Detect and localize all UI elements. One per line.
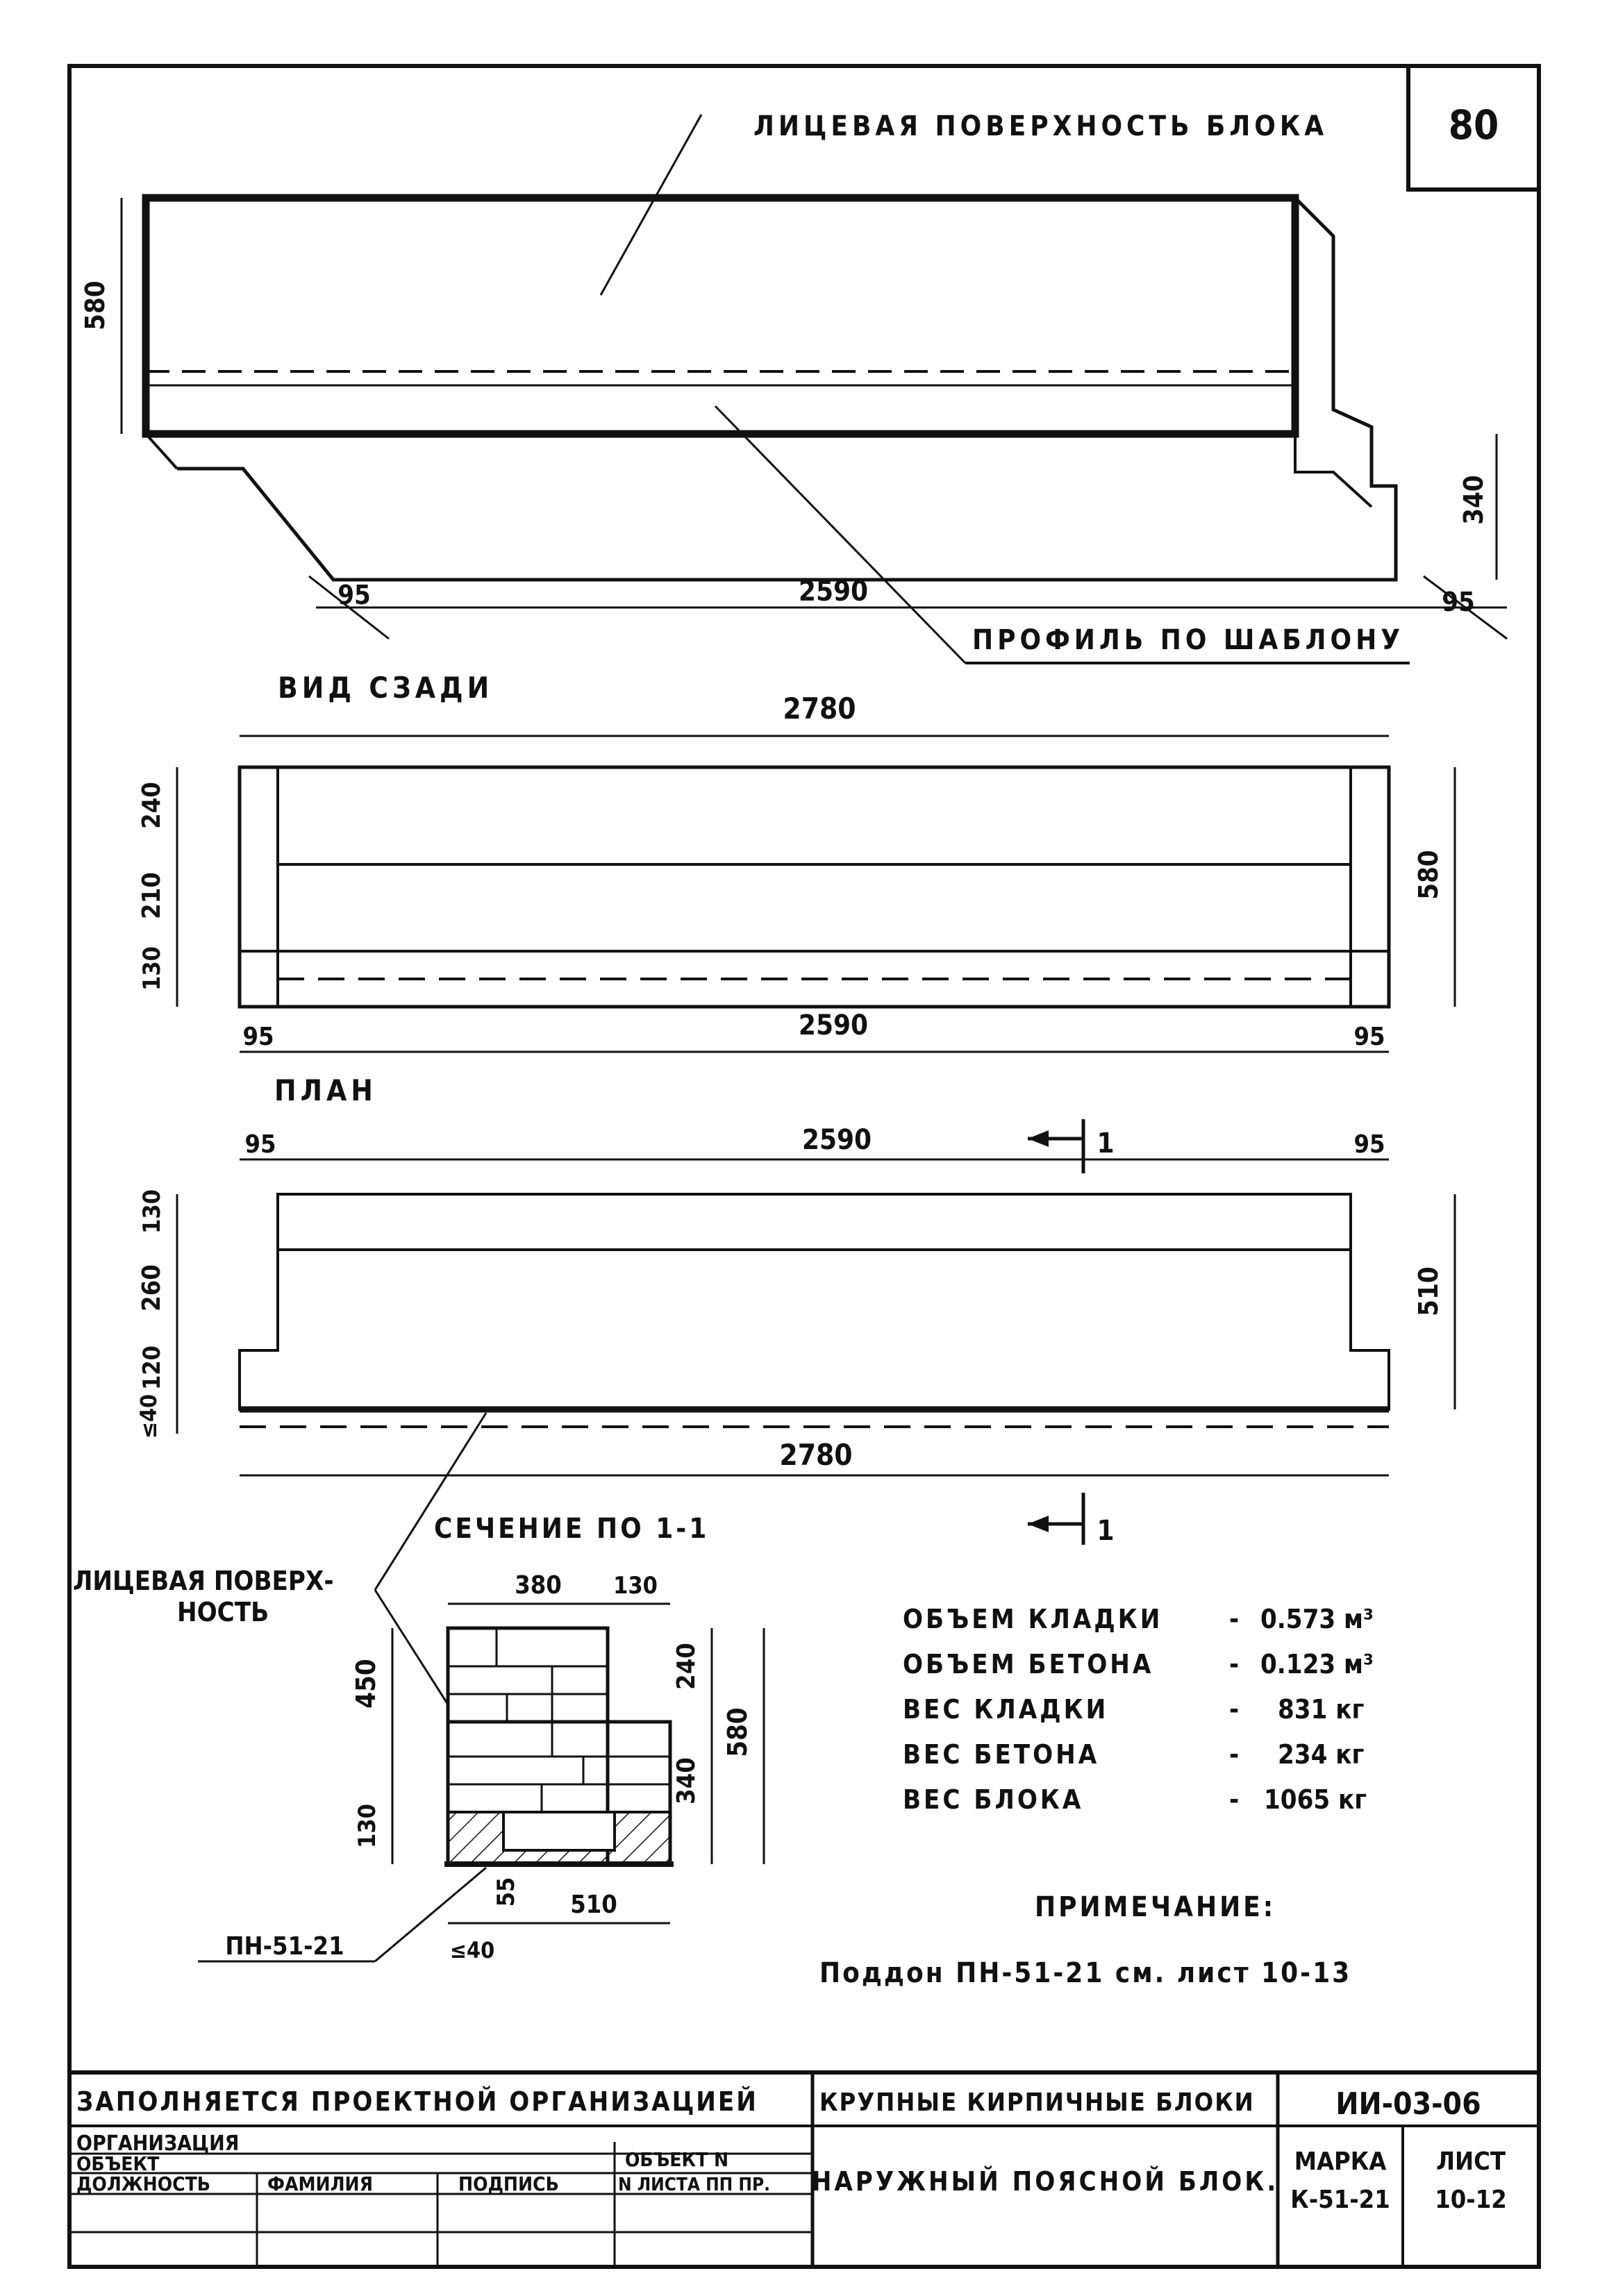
iso-dim-height: 580 <box>80 280 110 330</box>
tb-block-name: НАРУЖНЫЙ ПОЯСНОЙ БЛОК. <box>812 2166 1279 2197</box>
title-block: ЗАПОЛНЯЕТСЯ ПРОЕКТНОЙ ОРГАНИЗАЦИЕЙ ОРГАН… <box>69 2070 1539 2267</box>
tb-position: ДОЛЖНОСТЬ <box>76 2172 210 2195</box>
spec-4-dash: - <box>1229 1784 1239 1815</box>
spec-3-dash: - <box>1229 1739 1239 1770</box>
tb-series-title: КРУПНЫЕ КИРПИЧНЫЕ БЛОКИ <box>819 2088 1255 2117</box>
tb-signature: ПОДПИСЬ <box>458 2172 559 2195</box>
section-dim-55: 55 <box>492 1877 520 1907</box>
face-surface-label: ЛИЦЕВАЯ ПОВЕРХНОСТЬ БЛОКА <box>753 110 1328 142</box>
tb-organization: ОРГАНИЗАЦИЯ <box>76 2131 239 2156</box>
section-face-label-line2: НОСТЬ <box>177 1597 269 1627</box>
section-dim-580: 580 <box>722 1707 753 1757</box>
iso-dim-right-offset: 95 <box>1442 587 1475 617</box>
plan-dim-left: 95 <box>244 1130 276 1159</box>
spec-3-value: 234 кг <box>1278 1739 1364 1770</box>
tb-mark-value: К-51-21 <box>1290 2186 1390 2214</box>
plan-dim-510: 510 <box>1413 1266 1444 1316</box>
rear-dim-210: 210 <box>138 872 166 919</box>
section-dim-130-top: 130 <box>613 1572 658 1600</box>
tb-sheet-value: 10-12 <box>1435 2186 1507 2214</box>
spec-4-value: 1065 кг <box>1264 1784 1367 1815</box>
tb-sheet-n: N ЛИСТА ПП ПР. <box>618 2175 770 2195</box>
plan-dim-120: 120 <box>138 1346 166 1390</box>
page-number: 80 <box>1449 101 1499 149</box>
rear-dim-left: 95 <box>242 1023 274 1051</box>
plan-dim-total: 2780 <box>779 1438 852 1472</box>
section-1-1: СЕЧЕНИЕ ПО 1-1 ЛИЦЕВАЯ ПОВЕРХ- НОСТЬ 380… <box>73 1513 765 1963</box>
isometric-view: ЛИЦЕВАЯ ПОВЕРХНОСТЬ БЛОКА ПРОФИЛЬ ПО ШАБ… <box>80 110 1508 664</box>
spec-2-value: 831 кг <box>1278 1694 1364 1725</box>
section-dim-510: 510 <box>570 1891 617 1919</box>
spec-4-label: ВЕС БЛОКА <box>903 1784 1083 1815</box>
spec-1-label: ОБЪЕМ БЕТОНА <box>903 1649 1153 1679</box>
plan-dim-length: 2590 <box>802 1124 872 1156</box>
section-dim-240: 240 <box>672 1643 701 1690</box>
pallet-label: ПН-51-21 <box>225 1932 344 1961</box>
plan-dim-260: 260 <box>138 1264 166 1312</box>
spec-2-label: ВЕС КЛАДКИ <box>903 1694 1108 1725</box>
section-dim-340: 340 <box>672 1757 701 1804</box>
spec-1-value: 0.123 м³ <box>1260 1649 1374 1679</box>
tb-fill-in: ЗАПОЛНЯЕТСЯ ПРОЕКТНОЙ ОРГАНИЗАЦИЕЙ <box>76 2086 758 2117</box>
iso-dim-right: 340 <box>1458 475 1489 524</box>
note-text: Поддон ПН-51-21 см. лист 10-13 <box>819 1957 1351 1989</box>
rear-dim-130: 130 <box>138 946 166 991</box>
plan-dim-40: ≤40 <box>135 1394 162 1439</box>
section-dim-130-left: 130 <box>353 1804 381 1848</box>
spec-3-label: ВЕС БЕТОНА <box>903 1739 1099 1770</box>
tb-surname: ФАМИЛИЯ <box>267 2172 373 2195</box>
rear-dim-right: 95 <box>1353 1023 1385 1051</box>
section-dim-40: ≤40 <box>450 1937 494 1963</box>
rear-dim-length: 2590 <box>799 1009 868 1041</box>
plan-view: ПЛАН 95 2590 95 1 130 260 120 ≤40 510 27… <box>135 1073 1456 1591</box>
section-title: СЕЧЕНИЕ ПО 1-1 <box>434 1513 709 1545</box>
rear-view-title: ВИД СЗАДИ <box>278 671 493 705</box>
sheet-frame: 80 <box>67 64 1541 2269</box>
tb-object: ОБЪЕКТ <box>76 2152 160 2175</box>
section-face-label-line1: ЛИЦЕВАЯ ПОВЕРХ- <box>73 1566 334 1596</box>
spec-0-dash: - <box>1229 1604 1239 1634</box>
note-title: ПРИМЕЧАНИЕ: <box>1035 1891 1276 1923</box>
plan-dim-right: 95 <box>1353 1130 1385 1159</box>
spec-0-label: ОБЪЕМ КЛАДКИ <box>903 1604 1162 1634</box>
rear-dim-height: 580 <box>1413 850 1444 899</box>
plan-section-mark-bottom: 1 <box>1097 1515 1114 1547</box>
note: ПРИМЕЧАНИЕ: Поддон ПН-51-21 см. лист 10-… <box>819 1891 1351 1989</box>
section-dim-380: 380 <box>515 1571 562 1600</box>
spec-2-dash: - <box>1229 1694 1239 1725</box>
specs-list: ОБЪЕМ КЛАДКИ - 0.573 м³ ОБЪЕМ БЕТОНА - 0… <box>903 1604 1374 1815</box>
iso-dim-length: 2590 <box>799 576 868 607</box>
rear-view: ВИД СЗАДИ 2780 240 210 130 580 95 2590 9… <box>138 671 1456 1053</box>
profile-label: ПРОФИЛЬ ПО ШАБЛОНУ <box>972 624 1404 656</box>
rear-dim-240: 240 <box>138 782 166 829</box>
plan-dim-130: 130 <box>138 1189 166 1234</box>
iso-dim-left-offset: 95 <box>338 580 371 610</box>
plan-section-mark-top: 1 <box>1097 1128 1114 1159</box>
rear-dim-total: 2780 <box>783 692 856 726</box>
tb-series-code: ИИ-03-06 <box>1335 2086 1481 2122</box>
section-dim-450: 450 <box>351 1659 381 1708</box>
spec-1-dash: - <box>1229 1649 1239 1679</box>
tb-object-n: ОБЪЕКТ N <box>625 2148 728 2171</box>
plan-title: ПЛАН <box>274 1073 377 1107</box>
tb-sheet-label: ЛИСТ <box>1436 2147 1506 2176</box>
tb-mark-label: МАРКА <box>1294 2147 1387 2176</box>
spec-0-value: 0.573 м³ <box>1260 1604 1374 1634</box>
